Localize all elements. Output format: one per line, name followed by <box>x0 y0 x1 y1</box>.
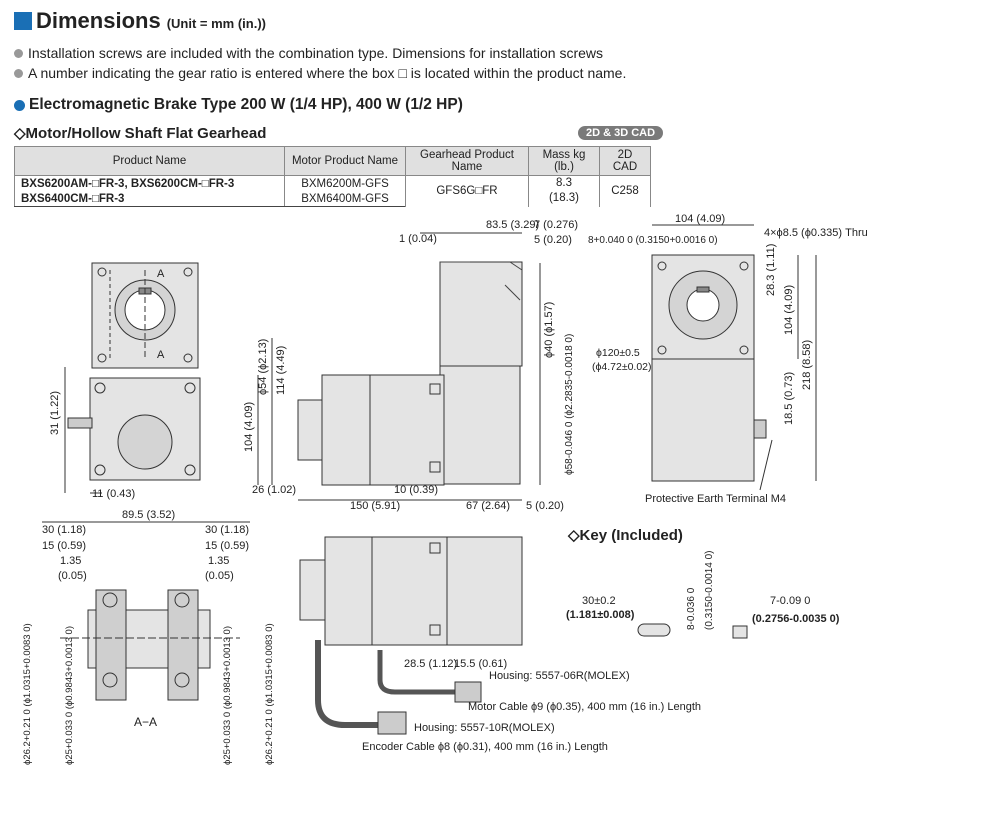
mass-value: 8.3(18.3) <box>528 175 600 207</box>
key-heading: ◇Key (Included) <box>568 527 683 544</box>
dim-83-5: 83.5 (3.29) <box>486 219 539 231</box>
cad-link[interactable]: C258 <box>599 175 651 207</box>
product-name: BXS6200AM-□FR-3, BXS6200CM-□FR-3 <box>14 175 285 191</box>
dim-150: 150 (5.91) <box>350 500 400 512</box>
key-drawing <box>637 623 748 639</box>
motor-bottom-view <box>299 536 523 735</box>
dim-phi120: ϕ120±0.5 <box>596 347 640 359</box>
dim-phi54: ϕ54 (ϕ2.13) <box>257 339 269 395</box>
dim-10: 10 (0.39) <box>394 484 438 496</box>
dim-15-5: 15.5 (0.61) <box>454 658 507 670</box>
note-item: Installation screws are included with th… <box>14 45 603 61</box>
motor-name: BXM6400M-GFS <box>284 191 406 207</box>
dim-5a: 5 (0.20) <box>534 234 572 246</box>
dim-104-height: 104 (4.09) <box>783 285 795 335</box>
section-heading: Electromagnetic Brake Type 200 W (1/4 HP… <box>14 96 463 114</box>
dim-phi58: ϕ58-0.046 0 (ϕ2.2835-0.0018 0) <box>564 334 575 475</box>
col-header: Product Name <box>14 146 285 176</box>
dim-114: 114 (4.49) <box>275 346 287 395</box>
front-view <box>651 254 767 482</box>
bullet-icon <box>14 48 23 58</box>
dim-7: 7 (0.276) <box>534 219 578 231</box>
dim-11: 11 (0.43) <box>92 488 135 500</box>
key-length-in: (1.181±0.008) <box>566 609 635 621</box>
dim-30-left: 30 (1.18) <box>42 524 86 536</box>
dim-phi120-in: (ϕ4.72±0.02) <box>592 361 652 373</box>
page-title: Dimensions (Unit = mm (in.)) <box>14 8 266 34</box>
dim-0-05-left: (0.05) <box>58 570 87 582</box>
dim-28-5: 28.5 (1.12) <box>404 658 457 670</box>
dim-89-5: 89.5 (3.52) <box>122 509 175 521</box>
dim-15-left: 15 (0.59) <box>42 540 86 552</box>
housing2-label: Housing: 5557-10R(MOLEX) <box>414 722 555 734</box>
side-view <box>297 261 523 486</box>
dim-30-right: 30 (1.18) <box>205 524 249 536</box>
dim-1-35-right: 1.35 <box>208 555 229 567</box>
dim-0-05-right: (0.05) <box>205 570 234 582</box>
title-square-icon <box>14 12 32 30</box>
key-width-in: (0.3150-0.0014 0) <box>704 550 715 630</box>
unit-label: (Unit = mm (in.)) <box>166 16 266 31</box>
bullet-icon <box>14 99 25 111</box>
spec-table: Product Name Motor Product Name Gearhead… <box>14 146 651 207</box>
dim-28-3: 28.3 (1.11) <box>765 244 777 296</box>
bullet-icon <box>14 68 23 78</box>
dim-bore-25-right: ϕ25+0.033 0 (ϕ0.9843+0.0013 0) <box>222 626 233 765</box>
motor-name: BXM6200M-GFS <box>284 175 406 191</box>
section-aa-view <box>60 589 240 701</box>
dim-104-width: 104 (4.09) <box>675 213 725 225</box>
dim-holes: 4×ϕ8.5 (ϕ0.335) Thru <box>764 227 868 239</box>
dim-31: 31 (1.22) <box>49 391 61 435</box>
pe-terminal-label: Protective Earth Terminal M4 <box>645 493 786 505</box>
dim-5b: 5 (0.20) <box>526 500 564 512</box>
key-length: 30±0.2 <box>582 595 616 607</box>
dim-1: 1 (0.04) <box>399 233 437 245</box>
col-header: 2D CAD <box>599 146 651 176</box>
gearhead-front-view <box>91 262 199 369</box>
dim-218: 218 (8.58) <box>801 340 813 390</box>
dim-phi40: ϕ40 (ϕ1.57) <box>543 302 555 358</box>
dim-104-left: 104 (4.09) <box>243 402 255 452</box>
key-width: 8-0.036 0 <box>686 587 697 630</box>
col-header: Motor Product Name <box>284 146 406 176</box>
col-header: Mass kg (lb.) <box>528 146 600 176</box>
dim-26: 26 (1.02) <box>252 484 296 496</box>
encoder-cable-label: Encoder Cable ϕ8 (ϕ0.31), 400 mm (16 in.… <box>362 741 608 753</box>
product-name: BXS6400CM-□FR-3 <box>14 191 285 207</box>
dim-1-35-left: 1.35 <box>60 555 81 567</box>
dim-bore-25: ϕ25+0.033 0 (ϕ0.9843+0.0013 0) <box>64 626 75 765</box>
dim-bore-26-2-right: ϕ26.2+0.21 0 (ϕ1.0315+0.0083 0) <box>264 623 275 765</box>
motor-end-view <box>67 377 201 481</box>
gearhead-name: GFS6G□FR <box>405 175 529 207</box>
dim-67: 67 (2.64) <box>466 500 510 512</box>
cad-badge[interactable]: 2D & 3D CAD <box>578 126 664 140</box>
dim-8-tol: 8+0.040 0 (0.3150+0.0016 0) <box>588 235 718 246</box>
subsection-heading: ◇Motor/Hollow Shaft Flat Gearhead <box>14 125 267 142</box>
note-item: A number indicating the gear ratio is en… <box>14 65 626 81</box>
dim-bore-26-2: ϕ26.2+0.21 0 (ϕ1.0315+0.0083 0) <box>22 623 33 765</box>
key-height-in: (0.2756-0.0035 0) <box>752 613 840 625</box>
section-aa-label: A−A <box>134 715 157 729</box>
key-height: 7-0.09 0 <box>770 595 810 607</box>
dim-15-right: 15 (0.59) <box>205 540 249 552</box>
motor-cable-label: Motor Cable ϕ9 (ϕ0.35), 400 mm (16 in.) … <box>468 701 701 713</box>
dim-18-5: 18.5 (0.73) <box>783 372 795 425</box>
section-mark-a: A <box>157 349 165 361</box>
section-mark-a: A <box>157 268 165 280</box>
housing1-label: Housing: 5557-06R(MOLEX) <box>489 670 630 682</box>
